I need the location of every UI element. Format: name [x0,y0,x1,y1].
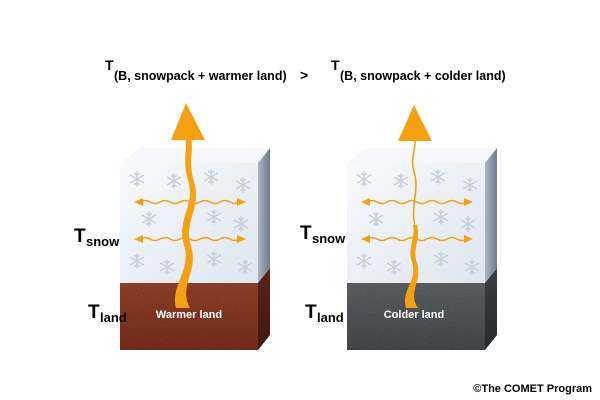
radiation-stream [174,138,197,308]
land-temp-sub: land [100,310,127,325]
snow-temp-main: T [300,223,312,244]
arrow-left-icon [134,198,143,206]
arrow-right-icon [464,235,473,243]
arrow-right-icon [237,198,246,206]
arrow-head-icon [398,105,432,141]
equation-right-sub: (B, snowpack + colder land) [340,69,506,83]
radiation-stream [405,225,419,308]
arrow-left-icon [361,198,370,206]
panel-warmer-land: Warmer land T snow T land [74,103,270,350]
land-block-label: Colder land [384,309,445,321]
land-side-face [258,268,270,350]
arrow-left-icon [361,235,370,243]
snow-temp-sub: snow [312,231,346,246]
land-temp-main: T [88,302,100,323]
snow-side-face [485,148,497,283]
emission-arrow-weak [398,105,432,308]
lateral-exchange [361,198,473,243]
equation-operator: > [300,67,308,83]
snow-side-face [258,148,270,283]
land-side-face [485,268,497,350]
equation-left-sub: (B, snowpack + warmer land) [114,69,287,83]
lateral-wave [139,199,241,205]
land-texture [120,283,258,350]
emission-arrow-strong [171,103,205,308]
equation-header: T (B, snowpack + warmer land) > T (B, sn… [105,57,506,83]
land-block-label: Warmer land [156,309,222,321]
land-texture [347,283,485,350]
snow-top-face [347,148,497,163]
snow-temp-main: T [74,226,86,247]
land-block [347,268,497,350]
arrow-right-icon [464,198,473,206]
lateral-exchange [134,198,246,243]
equation-right-main: T [331,57,340,73]
copyright-notice: ©The COMET Program [473,383,592,395]
radiation-stream-thin [411,139,417,227]
snow-top-face [120,148,270,163]
snow-temp-sub: snow [86,234,120,249]
lateral-wave [366,199,468,205]
arrow-left-icon [134,235,143,243]
land-block [120,268,270,350]
arrow-head-icon [171,103,205,140]
land-temp-main: T [305,302,317,323]
lateral-wave [366,236,468,242]
equation-left-main: T [105,57,114,73]
lateral-wave [139,236,241,242]
land-temp-sub: land [317,310,344,325]
arrow-right-icon [237,235,246,243]
panel-colder-land: Colder land T snow T land [300,105,497,350]
